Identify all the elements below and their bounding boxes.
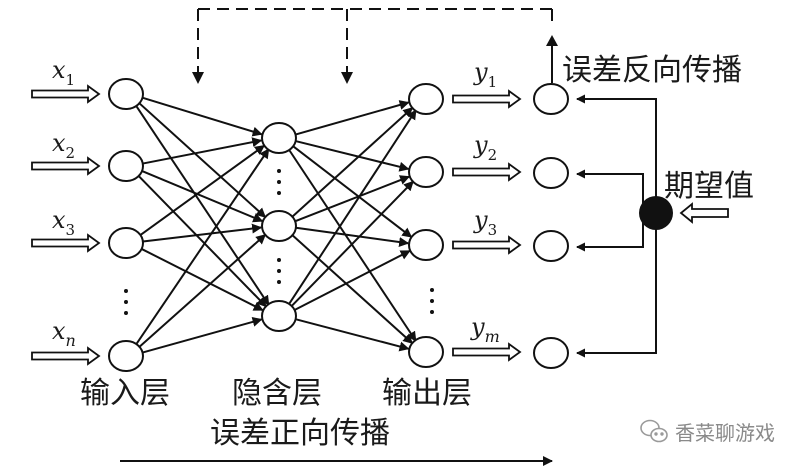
comparison-nodes — [533, 83, 569, 369]
input-arrow-2 — [31, 156, 101, 176]
backprop-path — [192, 8, 558, 84]
output-arrow-1 — [452, 89, 522, 109]
input-layer-nodes — [108, 78, 144, 372]
hidden-output-edge-1-3 — [292, 145, 413, 238]
input-label-1: x1 — [52, 56, 75, 89]
output-label-3: y3 — [473, 206, 497, 239]
hidden-node-1 — [261, 122, 297, 154]
input-labels: x1 x2 x3 xn — [52, 56, 76, 350]
backprop-arrowhead-1 — [192, 72, 204, 84]
input-arrow-1 — [31, 84, 101, 104]
hidden-node-2 — [261, 210, 297, 242]
expected-line-2 — [576, 169, 644, 205]
input-hidden-edge-2-3 — [137, 174, 267, 308]
hidden-output-edge-1-1 — [295, 100, 410, 136]
expected-value-junction — [639, 196, 673, 230]
output-node-1 — [408, 83, 444, 115]
hidden-layer-label: 隐含层 — [232, 376, 322, 411]
output-arrow-2 — [452, 162, 522, 182]
watermark-text: 香菜聊游戏 — [675, 421, 775, 445]
input-node-1 — [108, 78, 144, 110]
input-arrow-4 — [31, 346, 101, 366]
expected-value-lines — [576, 94, 657, 358]
input-hidden-edge-3-2 — [142, 223, 263, 243]
expected-line-m — [576, 222, 657, 358]
input-hidden-edge-4-1 — [134, 148, 270, 346]
output-layer-label: 输出层 — [382, 376, 472, 411]
input-node-3 — [108, 227, 144, 259]
output-node-2 — [408, 156, 444, 188]
input-hidden-edge-3-3 — [140, 247, 264, 312]
hidden-output-edge-2-3 — [295, 226, 410, 247]
input-layer-label: 输入层 — [80, 376, 170, 411]
input-arrows — [31, 84, 101, 366]
output-node-4 — [408, 336, 444, 368]
hidden-layer-nodes — [261, 122, 297, 332]
output-arrows — [452, 89, 522, 362]
hidden-output-edge-2-2 — [294, 175, 411, 223]
backprop-arrowhead-up — [546, 35, 558, 46]
input-label-n: xn — [52, 317, 76, 350]
input-node-2 — [108, 150, 144, 182]
input-node-4 — [108, 340, 144, 372]
input-label-3: x3 — [52, 206, 75, 239]
hidden-output-edge-3-4 — [295, 318, 410, 352]
input-arrow-3 — [31, 233, 101, 253]
hidden-node-3 — [261, 300, 297, 332]
hidden-ellipsis-lower — [277, 258, 281, 284]
input-hidden-connections — [134, 96, 270, 354]
hidden-output-edge-2-1 — [291, 107, 414, 218]
input-ellipsis — [124, 289, 128, 315]
input-label-2: x2 — [52, 129, 75, 162]
output-node-3 — [408, 229, 444, 261]
comparison-node-1 — [533, 83, 569, 115]
ellipsis-marks — [124, 169, 434, 315]
watermark: 香菜聊游戏 — [640, 419, 775, 445]
comparison-node-2 — [533, 157, 569, 189]
input-hidden-edge-4-2 — [138, 233, 267, 349]
expected-line-1 — [576, 94, 657, 205]
backward-propagation-label: 误差反向传播 — [562, 53, 742, 88]
input-hidden-edge-2-1 — [142, 137, 263, 165]
hidden-output-edge-3-2 — [290, 180, 414, 308]
output-arrow-3 — [452, 235, 522, 255]
backprop-arrowhead-2 — [341, 72, 353, 84]
output-layer-nodes — [408, 83, 444, 368]
output-ellipsis — [430, 288, 434, 314]
output-arrow-4 — [452, 342, 522, 362]
expected-value-label: 期望值 — [664, 169, 754, 204]
output-label-m: ym — [470, 313, 500, 346]
comparison-node-3 — [533, 230, 569, 262]
output-label-1: y1 — [473, 58, 497, 91]
input-hidden-edge-1-3 — [134, 104, 270, 306]
output-label-2: y2 — [473, 131, 497, 164]
hidden-output-edge-3-1 — [287, 109, 417, 306]
input-hidden-edge-4-3 — [142, 317, 263, 354]
input-hidden-edge-3-1 — [139, 144, 265, 237]
input-hidden-edge-2-2 — [141, 170, 264, 223]
hidden-output-edge-2-4 — [291, 234, 414, 344]
wechat-icon — [640, 419, 668, 443]
hidden-output-edge-1-2 — [295, 140, 410, 172]
hidden-ellipsis-upper — [277, 169, 281, 195]
comparison-node-4 — [533, 337, 569, 369]
expected-line-3 — [576, 222, 644, 252]
hidden-output-edge-3-3 — [293, 249, 411, 312]
input-hidden-edge-1-2 — [138, 102, 267, 218]
expected-value-input-arrow — [679, 202, 729, 224]
input-hidden-edge-1-1 — [142, 96, 263, 137]
hidden-output-connections — [287, 100, 417, 352]
output-labels: y1 y2 y3 ym — [470, 58, 500, 346]
forward-propagation-label: 误差正向传播 — [210, 416, 390, 451]
